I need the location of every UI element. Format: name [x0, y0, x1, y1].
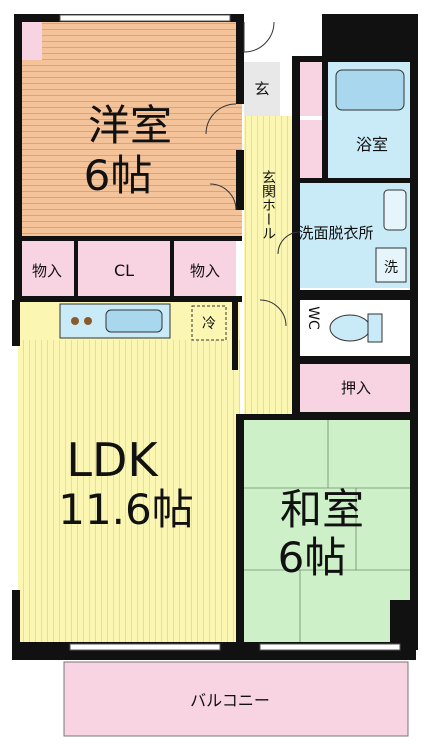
bath-label: 浴室	[356, 135, 388, 154]
fridge-space	[191, 305, 227, 341]
ldk-size: 11.6帖	[58, 485, 194, 534]
closet-mid-fill	[174, 240, 236, 298]
vanity-sink	[383, 189, 407, 231]
hall-label: 玄関ホール	[260, 169, 276, 240]
closet-mid-label: 物入	[190, 262, 220, 280]
entrance-fill	[244, 62, 280, 116]
washer-box	[375, 247, 407, 283]
balcony-label: バルコニー	[190, 691, 270, 710]
closet-left-label: 物入	[32, 262, 62, 280]
fridge-label: 冷	[202, 316, 216, 332]
western-room-name: 洋室	[88, 101, 172, 150]
kitchen-sink	[105, 309, 163, 333]
cl-label: CL	[114, 261, 134, 280]
closet-left-fill	[20, 240, 74, 298]
oshiire-fill	[300, 364, 412, 412]
japanese-room-name: 和室	[280, 485, 364, 534]
cl-fill	[78, 240, 170, 298]
ldk-name: LDK	[66, 433, 159, 487]
shoe-cabinet-1	[300, 62, 322, 116]
stove-burner-1	[71, 317, 79, 325]
japanese-room-size: 6帖	[278, 533, 347, 582]
washer-label: 洗	[384, 260, 398, 276]
stove-burner-2	[84, 317, 92, 325]
balcony-fill	[63, 661, 409, 737]
wc-label: WC	[305, 306, 321, 330]
western-room-size: 6帖	[84, 151, 153, 200]
toilet	[329, 314, 371, 342]
bathtub	[335, 69, 405, 111]
entrance-label: 玄	[254, 80, 269, 98]
shoe-cabinet-2	[300, 120, 322, 178]
western-room-nook	[20, 20, 42, 60]
oshiire-label: 押入	[341, 379, 371, 397]
washroom-label: 洗面脱衣所	[298, 224, 373, 242]
